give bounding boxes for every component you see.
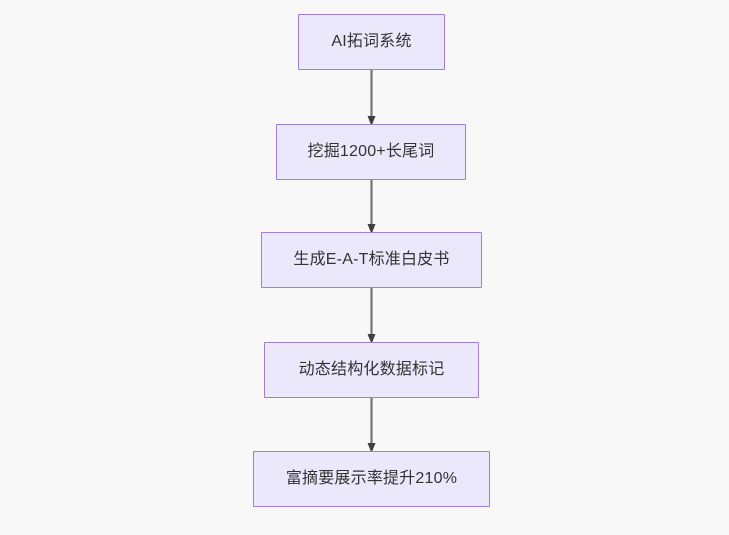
- flow-node-label: 动态结构化数据标记: [298, 361, 445, 379]
- flow-node-dynamic-structured-data-markup[interactable]: 动态结构化数据标记: [264, 342, 479, 398]
- flow-node-rich-snippet-impression-lift[interactable]: 富摘要展示率提升210%: [253, 451, 490, 507]
- flow-node-ai-keyword-system[interactable]: AI拓词系统: [298, 14, 445, 70]
- flow-node-mine-longtail-keywords[interactable]: 挖掘1200+长尾词: [276, 124, 466, 180]
- flow-node-label: 挖掘1200+长尾词: [307, 143, 435, 161]
- flow-node-label: 生成E-A-T标准白皮书: [293, 251, 450, 269]
- flow-node-label: AI拓词系统: [331, 33, 412, 51]
- flow-node-generate-eat-whitepaper[interactable]: 生成E-A-T标准白皮书: [261, 232, 482, 288]
- flow-node-label: 富摘要展示率提升210%: [285, 470, 458, 488]
